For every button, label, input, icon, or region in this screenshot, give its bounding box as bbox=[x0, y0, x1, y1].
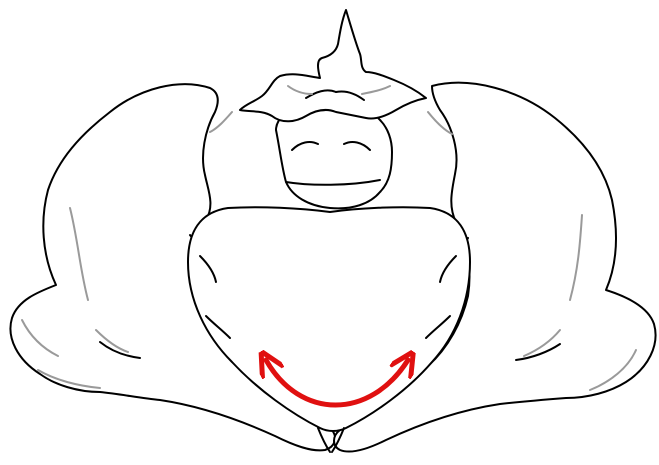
vertebra bbox=[240, 10, 426, 121]
